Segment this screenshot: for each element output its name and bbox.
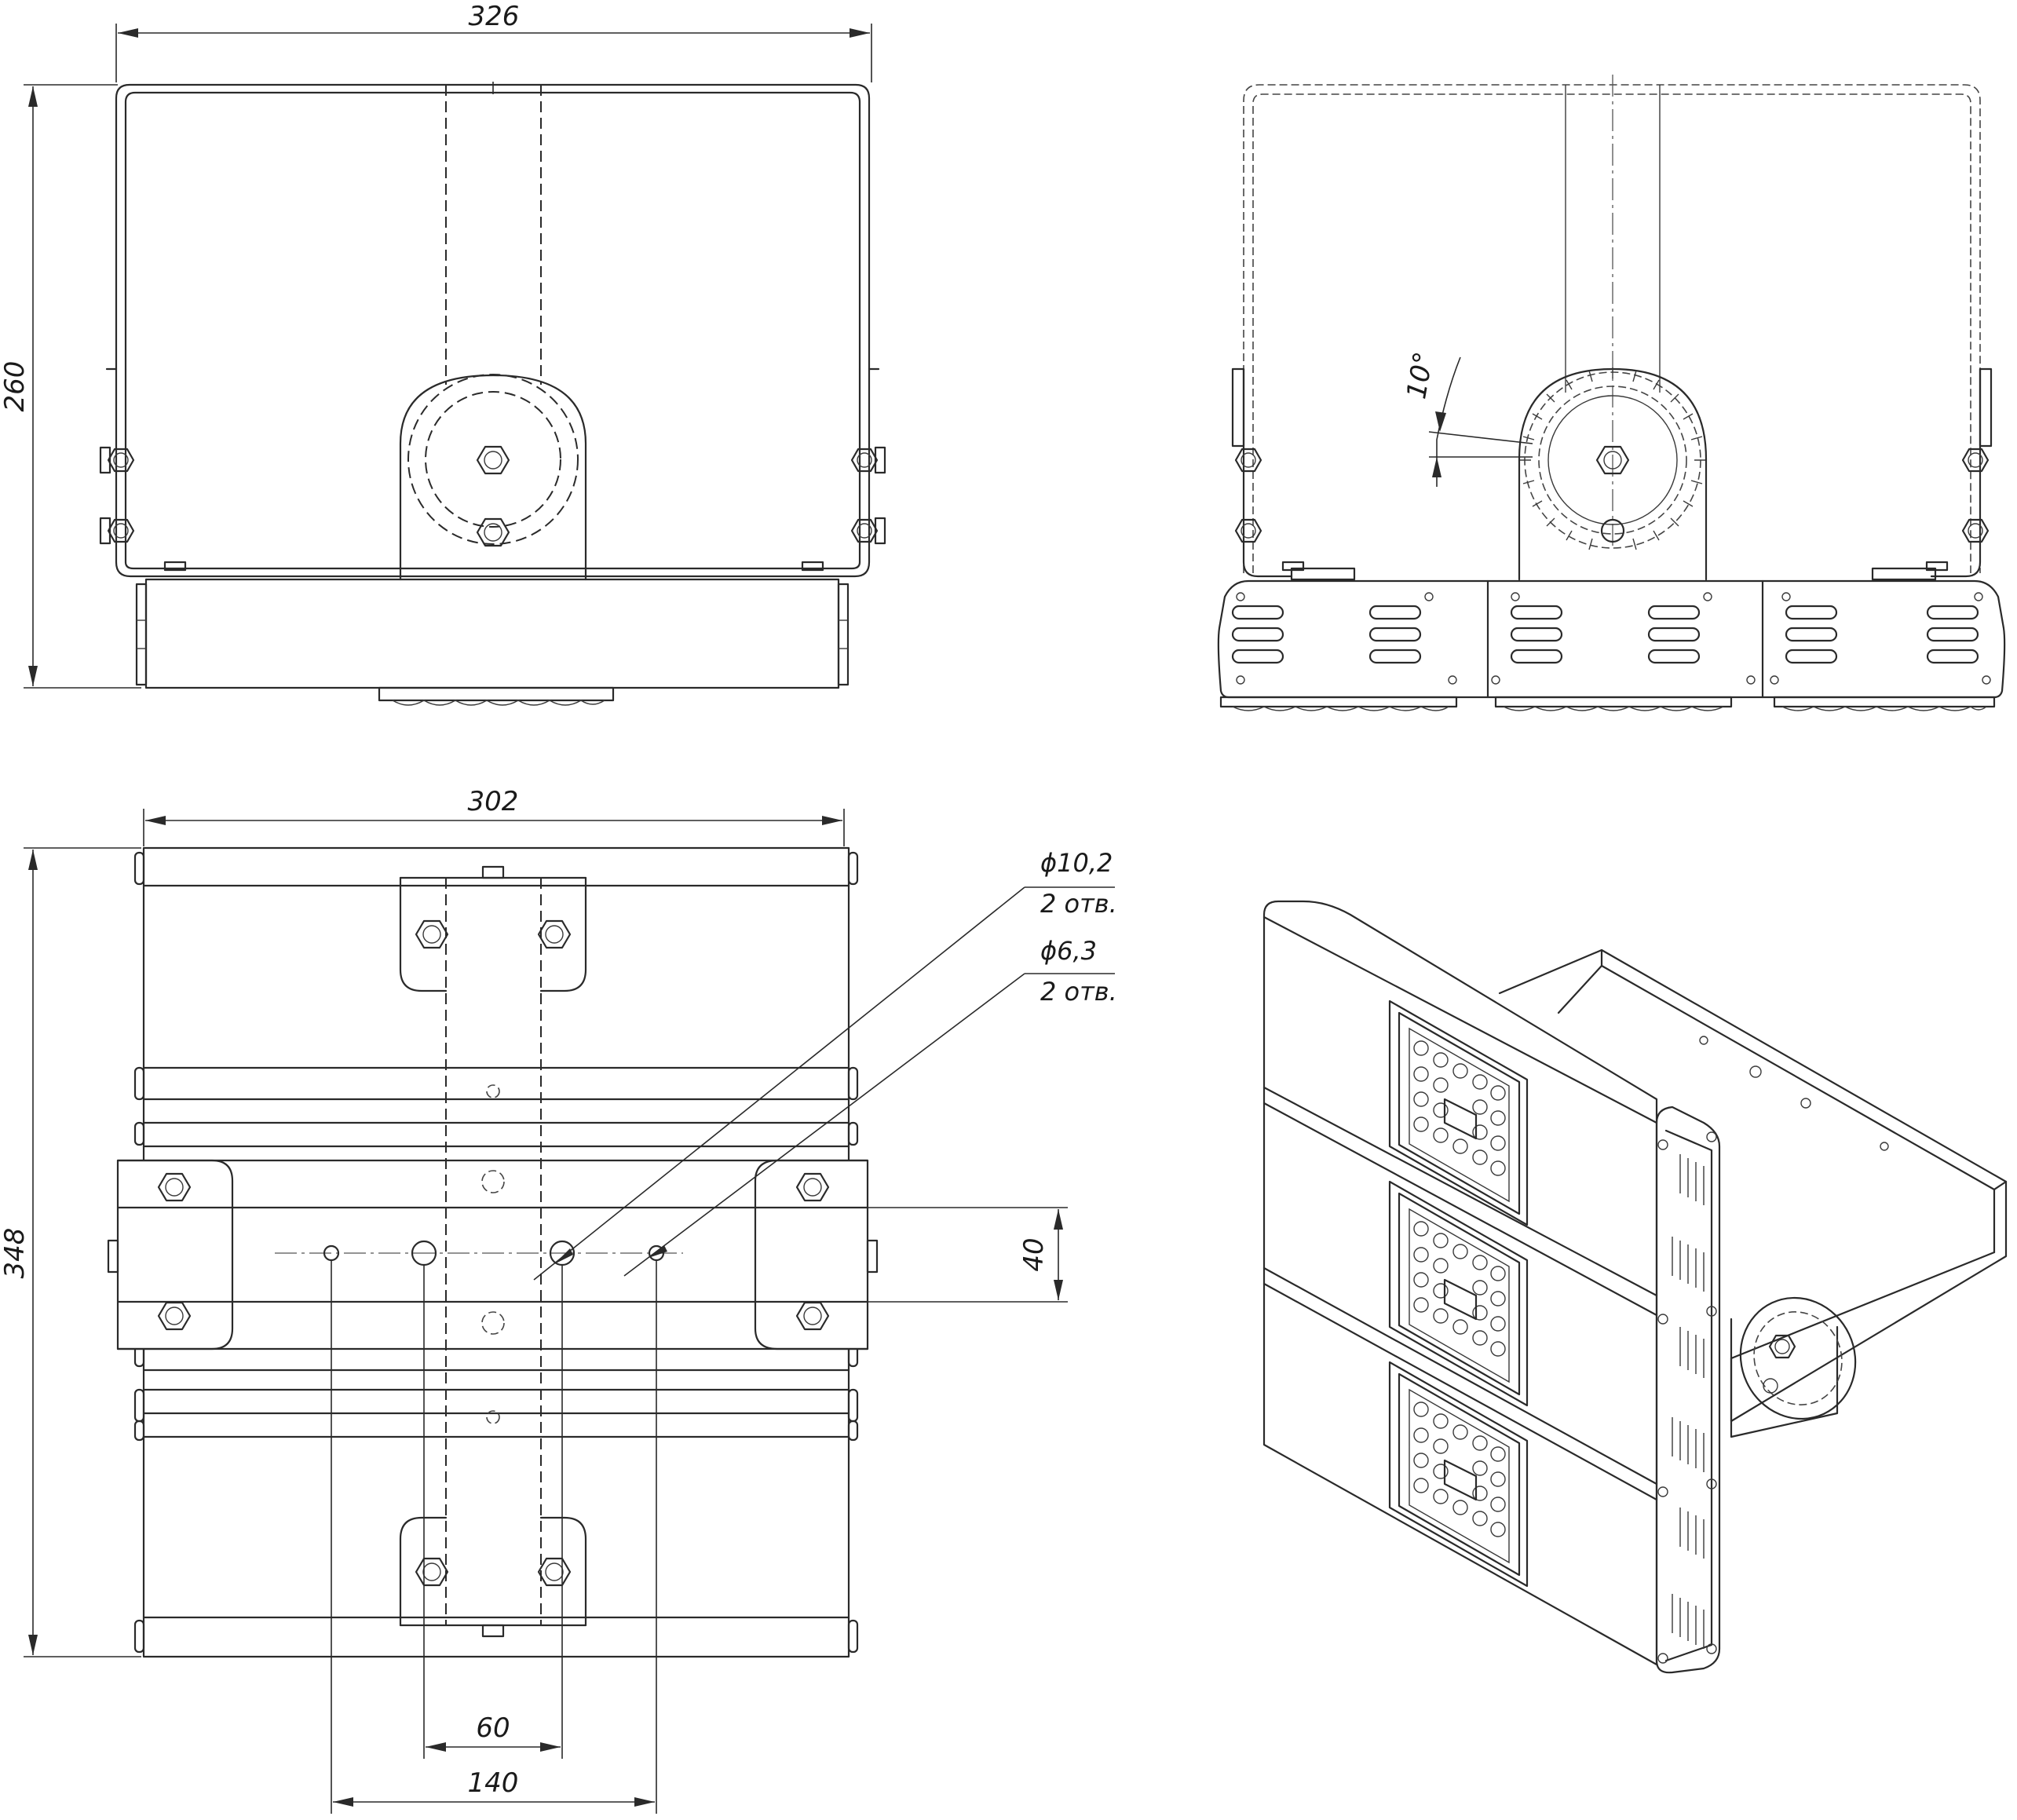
hole-leaders: ϕ10,2 2 отв. ϕ6,3 2 отв.	[533, 848, 1117, 1281]
plan-side-screws	[133, 851, 859, 1654]
dim-angle: 10°	[1401, 349, 1533, 487]
serration-marks	[1520, 367, 1705, 550]
note-large-qty: 2 отв.	[1040, 889, 1117, 919]
vent-slots	[1231, 605, 1979, 664]
iso-led-module-3	[1388, 1361, 1529, 1588]
dim-40-label: 40	[1018, 1237, 1050, 1271]
module-seams	[142, 1066, 850, 1438]
dim-140: 140	[331, 1261, 657, 1814]
note-small-qty: 2 отв.	[1040, 977, 1117, 1007]
iso-led-module-2	[1388, 1180, 1529, 1407]
isometric-view	[1262, 900, 2008, 1674]
dim-348: 348	[0, 847, 141, 1657]
dim-260: 260	[0, 84, 141, 689]
iso-side-slots	[1672, 1154, 1705, 1649]
hole-small-right	[648, 1244, 665, 1262]
iso-side-screws	[1657, 1131, 1717, 1664]
bracket-outline	[115, 83, 871, 371]
hole-large-left	[411, 1240, 437, 1266]
mounting-bar	[116, 1159, 869, 1350]
dim-40: 40	[868, 1207, 1068, 1303]
luminaire-body	[144, 578, 840, 689]
dim-140-label: 140	[468, 1767, 519, 1799]
dim-260-label: 260	[0, 361, 31, 412]
side-screws	[1236, 592, 1991, 685]
dim-326: 326	[115, 1, 872, 82]
front-view: 326 260	[0, 1, 886, 706]
iso-body-side	[1655, 1106, 1721, 1674]
iso-led-module-1	[1388, 1000, 1529, 1226]
note-small-dia: ϕ6,3	[1040, 936, 1097, 966]
dim-302-label: 302	[468, 786, 519, 817]
hole-large-right	[549, 1240, 576, 1266]
dim-60: 60	[423, 1266, 563, 1759]
side-view: 10°	[1217, 75, 2006, 711]
dim-326-label: 326	[469, 1, 520, 32]
hole-small-left	[323, 1244, 340, 1262]
dim-60-label: 60	[476, 1712, 510, 1744]
side-body	[1217, 579, 2006, 699]
dim-angle-label: 10°	[1401, 349, 1440, 401]
dim-302: 302	[143, 786, 845, 846]
iso-body-front	[1262, 900, 1658, 1666]
note-large-dia: ϕ10,2	[1040, 848, 1113, 878]
dim-348-label: 348	[0, 1228, 31, 1279]
plan-view: ϕ10,2 2 отв. ϕ6,3 2 отв. 302 348	[0, 786, 1117, 1814]
